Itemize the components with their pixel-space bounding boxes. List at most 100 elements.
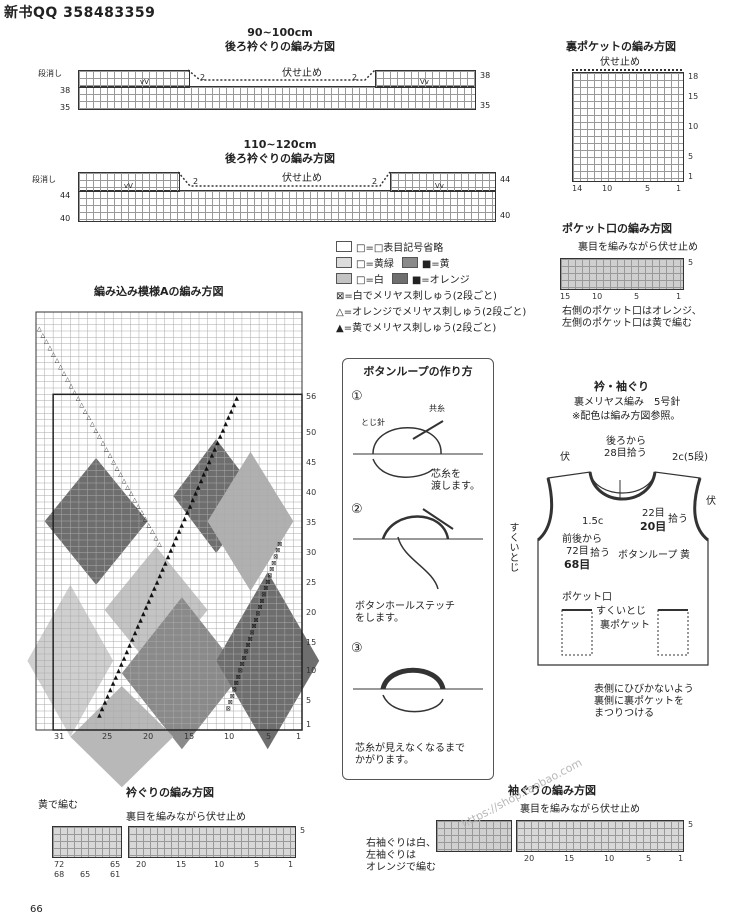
garment-diagram xyxy=(536,471,709,666)
dec-label: 2 xyxy=(200,73,206,82)
svg-text:⊠: ⊠ xyxy=(248,636,253,643)
svg-text:△: △ xyxy=(55,357,60,364)
svg-text:▲: ▲ xyxy=(138,617,143,624)
button-loop-title: ボタンループの作り方 xyxy=(363,365,473,378)
collar-label: 20目 xyxy=(640,520,667,533)
svg-text:△: △ xyxy=(154,535,159,542)
svg-text:⊠: ⊠ xyxy=(252,623,257,630)
collar-label: ポケット口 xyxy=(562,592,612,603)
svg-text:△: △ xyxy=(140,509,145,516)
svg-text:▲: ▲ xyxy=(125,649,130,656)
svg-text:▲: ▲ xyxy=(218,433,223,440)
svg-text:△: △ xyxy=(72,389,77,396)
svg-text:△: △ xyxy=(79,402,84,409)
collar-label: 1.5c xyxy=(582,516,604,527)
step-number: ② xyxy=(351,502,363,517)
svg-text:▲: ▲ xyxy=(155,579,160,586)
svg-text:▲: ▲ xyxy=(182,516,187,523)
svg-text:△: △ xyxy=(122,478,127,485)
svg-text:△: △ xyxy=(118,471,123,478)
step-text: ボタンホールステッチ xyxy=(355,601,455,612)
neckband-color-note: 黄で編む xyxy=(38,800,78,811)
row-label: 5 xyxy=(688,820,694,829)
collar-label: 後ろから xyxy=(606,436,646,447)
col-label: 20 xyxy=(143,732,154,741)
svg-text:⊠: ⊠ xyxy=(265,579,270,586)
col-label: 15 xyxy=(560,292,571,301)
svg-text:△: △ xyxy=(48,345,53,352)
legend-item: ⊠=白でメリヤス刺しゅう(2段ごと) xyxy=(336,290,497,302)
col-label: 31 xyxy=(54,732,65,741)
step-number: ① xyxy=(351,389,363,404)
back-pocket-bind-off: 伏せ止め xyxy=(600,57,640,68)
collar-label: ボタンループ xyxy=(618,550,678,561)
svg-text:⊠: ⊠ xyxy=(271,560,276,567)
col-label: 65 xyxy=(80,870,91,879)
col-label: 15 xyxy=(564,854,575,863)
svg-text:△: △ xyxy=(132,497,137,504)
back-neck-small-size: 90~100cm xyxy=(247,26,313,39)
col-label: 14 xyxy=(572,184,583,193)
pocket-opening-color-note: 左側のポケット口は黄で編む xyxy=(562,318,692,329)
svg-text:▲: ▲ xyxy=(232,402,237,409)
svg-text:▲: ▲ xyxy=(226,414,231,421)
svg-text:▲: ▲ xyxy=(212,446,217,453)
page-header-title: 新书QQ 358483359 xyxy=(4,5,156,21)
svg-text:⊠: ⊠ xyxy=(250,630,255,637)
svg-text:△: △ xyxy=(147,522,152,529)
svg-text:▲: ▲ xyxy=(179,522,184,529)
svg-text:⊠: ⊠ xyxy=(269,566,274,573)
button-loop-illustrations xyxy=(353,420,483,713)
page-number: 66 xyxy=(30,904,43,915)
collar-label: すくいとじ xyxy=(507,522,518,572)
step-number: ③ xyxy=(351,641,363,656)
svg-text:▲: ▲ xyxy=(119,661,124,668)
legend-item: △=オレンジでメリヤス刺しゅう(2段ごと) xyxy=(336,306,527,318)
svg-text:▲: ▲ xyxy=(207,459,212,466)
svg-text:▲: ▲ xyxy=(100,706,105,713)
svg-text:▲: ▲ xyxy=(199,478,204,485)
neckband-title: 衿ぐりの編み方図 xyxy=(126,786,214,799)
back-pocket-grid xyxy=(572,72,684,182)
legend-item: ▲=黄でメリヤス刺しゅう(2段ごと) xyxy=(336,322,497,334)
dec-label: 2 xyxy=(372,177,378,186)
row-label: 5 xyxy=(688,258,694,267)
collar-note: ※配色は編み方図参照。 xyxy=(572,411,681,422)
svg-text:△: △ xyxy=(143,516,148,523)
row-label: 40 xyxy=(60,214,71,223)
svg-text:▲: ▲ xyxy=(136,623,141,630)
row-label: 40 xyxy=(500,211,511,220)
needle-label: とじ針 xyxy=(361,418,385,427)
svg-text:▲: ▲ xyxy=(177,528,182,535)
svg-text:▲: ▲ xyxy=(210,452,215,459)
dec-symbol: vV xyxy=(140,78,149,86)
col-label: 10 xyxy=(602,184,613,193)
yarn-label: 共糸 xyxy=(429,404,445,413)
svg-text:△: △ xyxy=(44,338,49,345)
col-label: 10 xyxy=(214,860,225,869)
col-label: 5 xyxy=(645,184,651,193)
svg-text:△: △ xyxy=(101,440,106,447)
row-label: 38 xyxy=(60,86,71,95)
svg-text:⊠: ⊠ xyxy=(234,680,239,687)
svg-text:△: △ xyxy=(108,452,113,459)
dec-label: 2 xyxy=(352,73,358,82)
collar-label: 伏 xyxy=(706,496,716,507)
svg-text:▲: ▲ xyxy=(215,440,220,447)
step-text: かがります。 xyxy=(355,755,414,766)
legend-item: □=黄緑■=黄 xyxy=(336,254,526,270)
svg-text:⊠: ⊠ xyxy=(259,598,264,605)
svg-text:⊠: ⊠ xyxy=(230,693,235,700)
col-label: 10 xyxy=(224,732,235,741)
pattern-a-title: 編み込み模様Aの編み方図 xyxy=(94,285,224,298)
svg-text:▲: ▲ xyxy=(108,687,113,694)
legend: □=□表目記号省略 □=黄緑■=黄 □=白■=オレンジ ⊠=白でメリヤス刺しゅう… xyxy=(336,238,526,334)
svg-text:△: △ xyxy=(62,370,67,377)
svg-text:▲: ▲ xyxy=(204,465,209,472)
svg-text:△: △ xyxy=(129,490,134,497)
button-loop-box: ボタンループの作り方 ① とじ針 共糸 芯糸を 渡します。 ② ボタンホールステ… xyxy=(342,358,494,780)
row-label: 10 xyxy=(688,122,699,131)
svg-text:▲: ▲ xyxy=(221,427,226,434)
svg-text:▲: ▲ xyxy=(149,592,154,599)
svg-text:▲: ▲ xyxy=(174,535,179,542)
